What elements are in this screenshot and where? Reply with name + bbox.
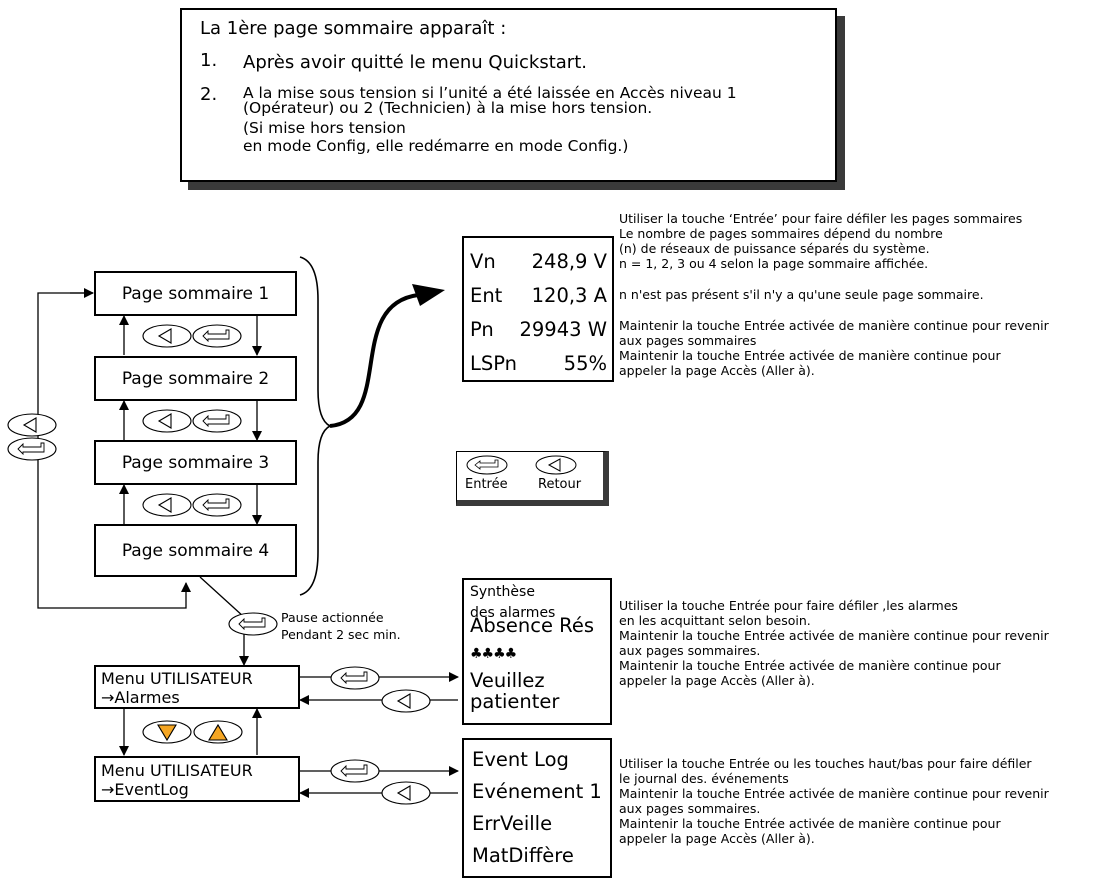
back-key-icon (142, 409, 192, 433)
back-key-label: Retour (538, 477, 582, 492)
back-key-icon (142, 324, 192, 348)
event-display-l2: Evénement 1 (472, 780, 602, 803)
back-key-icon (381, 689, 431, 713)
enter-key-icon (192, 493, 242, 517)
summary-notes: Utiliser la touche ‘Entrée’ pour faire d… (619, 211, 1049, 378)
event-display-l1: Event Log (472, 748, 569, 771)
alarm-bell-icon: ♣♣♣♣ (470, 646, 517, 662)
alarm-notes: Utiliser la touche Entrée pour faire déf… (619, 598, 1049, 688)
intro-box: La 1ère page sommaire apparaît : 1. Aprè… (180, 8, 837, 182)
back-key-icon (535, 455, 577, 475)
intro-item1-text: Après avoir quitté le menu Quickstart. (243, 52, 587, 73)
user-menu-eventlog[interactable]: Menu UTILISATEUR →EventLog (94, 756, 300, 802)
key-legend: Entrée Retour (456, 451, 609, 506)
summary-page-2[interactable]: Page sommaire 2 (94, 356, 297, 401)
down-key-icon (142, 720, 192, 744)
intro-item2-num: 2. (200, 84, 218, 105)
user-menu-alarms-line2: →Alarmes (101, 688, 180, 707)
user-menu-eventlog-line1: Menu UTILISATEUR (101, 761, 253, 780)
pause-note: Pause actionnée Pendant 2 sec min. (281, 610, 401, 642)
alarm-display-l6: patienter (470, 690, 560, 713)
enter-key-label: Entrée (465, 477, 508, 492)
back-key-icon (142, 493, 192, 517)
user-menu-eventlog-line2: →EventLog (101, 780, 189, 799)
enter-key-icon (228, 612, 278, 636)
event-notes: Utiliser la touche Entrée ou les touches… (619, 756, 1049, 846)
enter-key-icon (330, 759, 380, 783)
intro-item1-num: 1. (200, 50, 218, 71)
alarm-display-l5: Veuillez (470, 669, 545, 692)
event-display-l4: MatDiffère (472, 844, 574, 867)
enter-key-icon (466, 455, 508, 475)
intro-item2-line1: A la mise sous tension si l’unité a été … (243, 84, 737, 102)
intro-item2-line2: (Opérateur) ou 2 (Technicien) à la mise … (243, 99, 653, 117)
summary-page-1-label: Page sommaire 1 (121, 283, 270, 304)
summary-page-2-label: Page sommaire 2 (121, 368, 270, 389)
user-menu-alarms-line1: Menu UTILISATEUR (101, 669, 253, 688)
back-key-icon (381, 781, 431, 805)
event-display: Event Log Evénement 1 ErrVeille MatDiffè… (462, 738, 612, 878)
alarm-display-l3: Absence Rés (470, 614, 594, 637)
intro-item2-line4: en mode Config, elle redémarre en mode C… (243, 137, 629, 155)
intro-title: La 1ère page sommaire apparaît : (200, 18, 507, 39)
summary-page-3-label: Page sommaire 3 (121, 452, 270, 473)
summary-page-4-label: Page sommaire 4 (121, 540, 270, 561)
alarm-display-l1: Synthèse (470, 584, 535, 600)
summary-page-1[interactable]: Page sommaire 1 (94, 271, 297, 316)
back-key-icon (7, 413, 57, 437)
enter-key-icon (7, 437, 57, 461)
enter-key-icon (192, 409, 242, 433)
intro-item2-line3: (Si mise hors tension (243, 119, 406, 137)
enter-key-icon (192, 324, 242, 348)
summary-page-4[interactable]: Page sommaire 4 (94, 524, 297, 577)
alarm-display: Synthèse des alarmes Absence Rés ♣♣♣♣ Ve… (462, 578, 612, 725)
up-key-icon (193, 720, 243, 744)
enter-key-icon (330, 666, 380, 690)
alarm-display-l2: des alarmes (470, 605, 556, 621)
event-display-l3: ErrVeille (472, 812, 553, 835)
summary-page-3[interactable]: Page sommaire 3 (94, 440, 297, 485)
user-menu-alarms[interactable]: Menu UTILISATEUR →Alarmes (94, 665, 300, 709)
